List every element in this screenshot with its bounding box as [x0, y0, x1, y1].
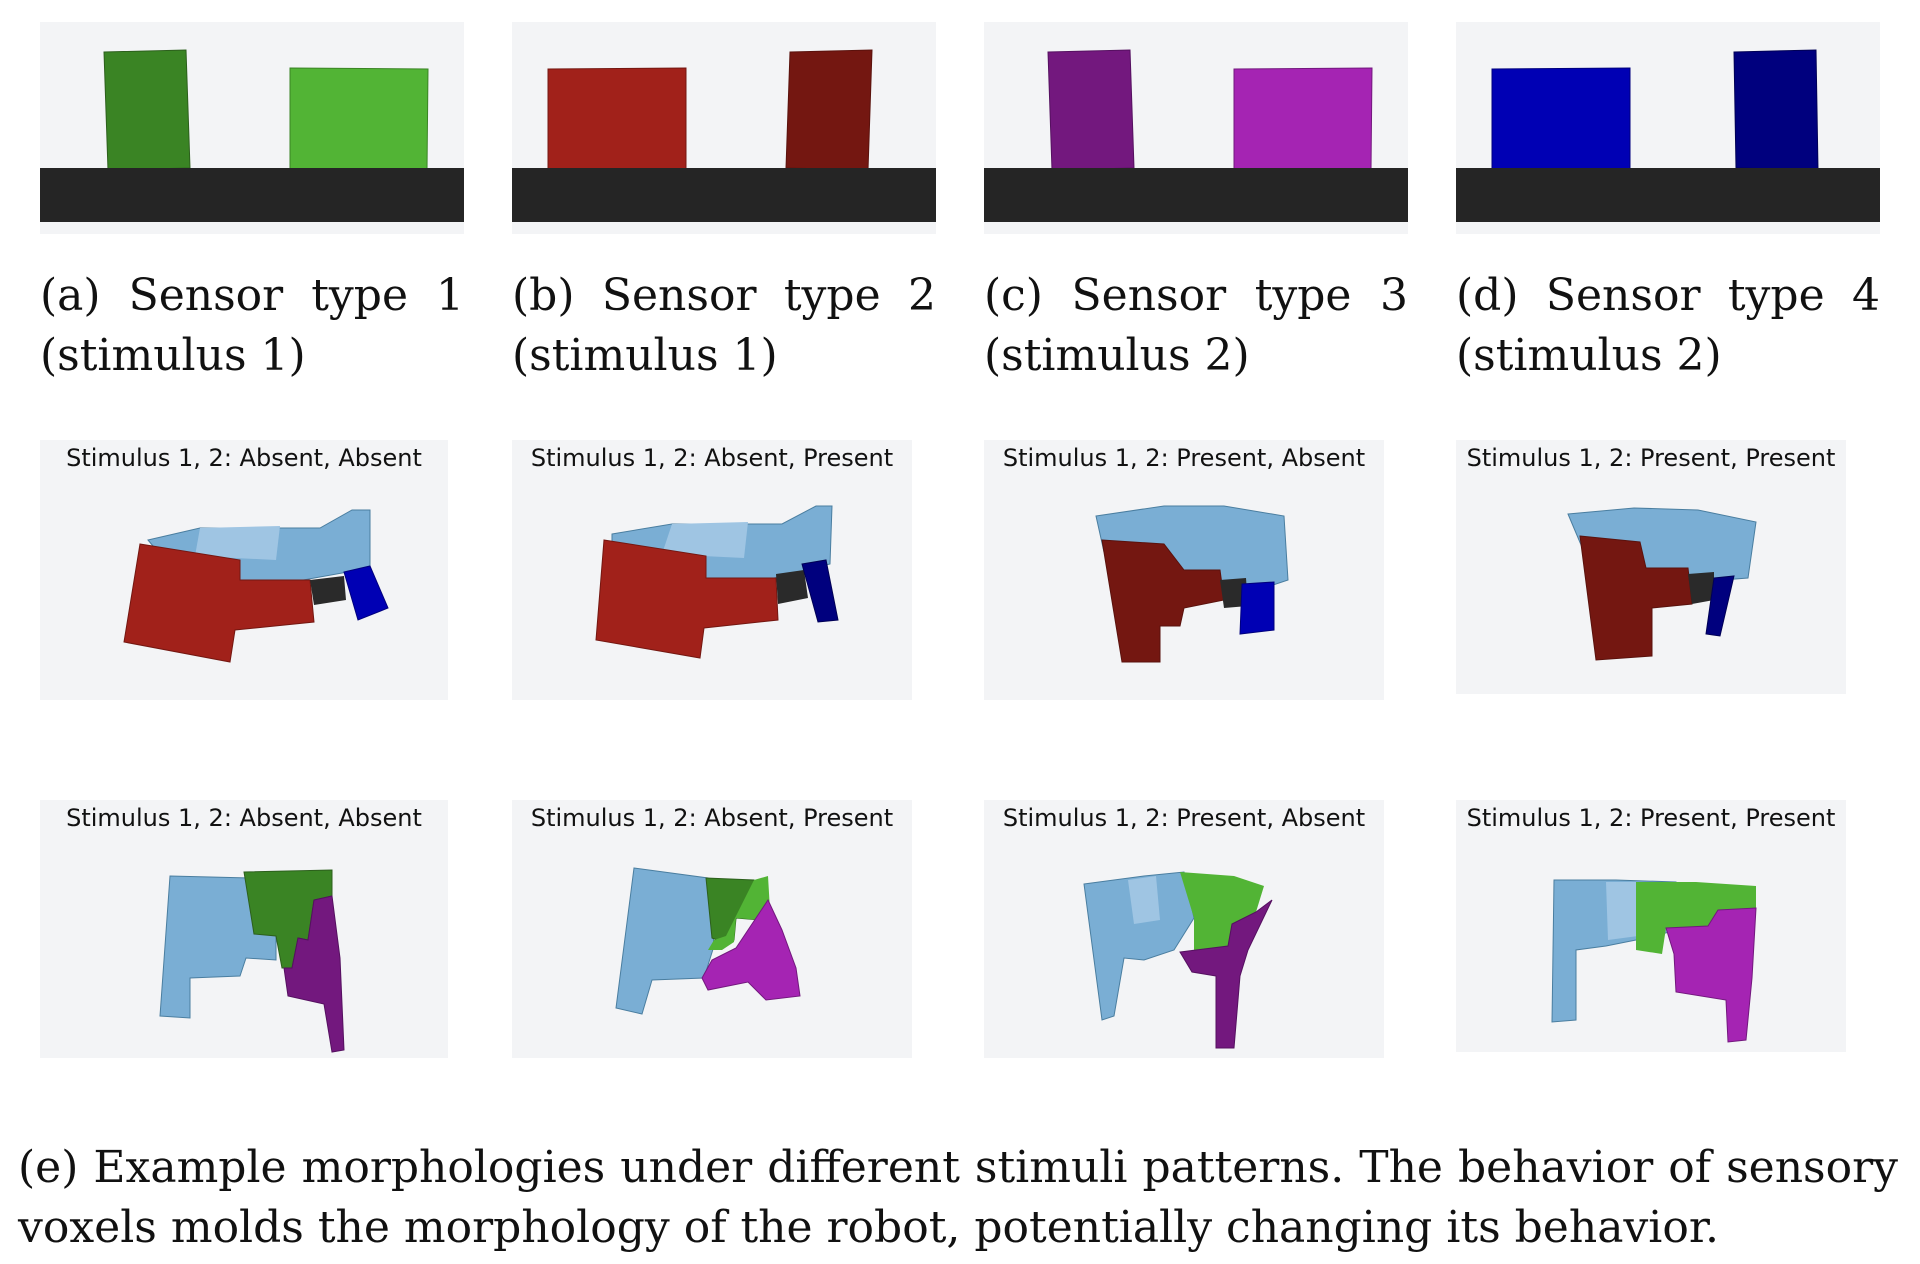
sensor-block-left [1047, 49, 1135, 171]
voxel-region-light-blue [615, 867, 715, 1015]
sensor-scene-b [512, 49, 936, 222]
sensor-block-right [1233, 67, 1373, 171]
sensor-block-left [1491, 67, 1631, 171]
robot-morphology [1567, 507, 1757, 661]
voxel-region-green-light [1180, 872, 1264, 950]
morphology-panel-row1-1: Stimulus 1, 2: Absent, Absent [40, 440, 448, 700]
voxel-region-blue [343, 565, 389, 621]
sensor-panel-c [984, 22, 1408, 234]
voxel-black [776, 570, 808, 604]
morphology-panel-row1-3: Stimulus 1, 2: Present, Absent [984, 440, 1384, 700]
voxel-region-blue [1239, 581, 1275, 635]
caption-a-line2: (stimulus 1) [40, 330, 306, 381]
caption-b-line1: (b) Sensor type 2 [512, 270, 936, 321]
voxel-region-green-light [1636, 882, 1756, 954]
caption-c-line1: (c) Sensor type 3 [984, 270, 1408, 321]
voxel-region-pale-blue [1606, 882, 1638, 940]
caption-b: (b) Sensor type 2 (stimulus 1) [512, 266, 936, 386]
figure-caption-e: (e) Example morphologies under different… [18, 1138, 1898, 1258]
caption-b-line2: (stimulus 1) [512, 330, 778, 381]
voxel-region-dark-red [1101, 539, 1225, 663]
voxel-black [310, 576, 346, 605]
voxel-region-dark-blue [801, 559, 839, 623]
voxel-region-purple-light [1665, 907, 1757, 1043]
voxel-region-pale-blue [1128, 876, 1160, 924]
sensor-block-right [289, 67, 429, 171]
caption-c: (c) Sensor type 3 (stimulus 2) [984, 266, 1408, 386]
voxel-region-purple-dark [283, 895, 345, 1053]
stimulus-label: Stimulus 1, 2: Present, Absent [1002, 804, 1366, 832]
robot-morphology [1083, 871, 1273, 1049]
voxel-region-purple-light [701, 898, 801, 1001]
morphology-panel-row2-2: Stimulus 1, 2: Absent, Present [512, 800, 912, 1058]
morphology-panel-row1-4: Stimulus 1, 2: Present, Present [1456, 440, 1846, 694]
stimulus-label: Stimulus 1, 2: Absent, Present [530, 804, 894, 832]
robot-morphology [1551, 879, 1757, 1043]
figure-caption-e-line2: voxels molds the morphology of the robot… [18, 1202, 1720, 1253]
caption-d-line1: (d) Sensor type 4 [1456, 270, 1880, 321]
sensor-panel-a [40, 22, 464, 234]
ground [984, 168, 1408, 222]
caption-a: (a) Sensor type 1 (stimulus 1) [40, 266, 464, 386]
stimulus-label: Stimulus 1, 2: Absent, Present [530, 444, 894, 472]
ground [512, 168, 936, 222]
morphology-panel-row2-3: Stimulus 1, 2: Present, Absent [984, 800, 1384, 1058]
robot-morphology [1095, 505, 1289, 663]
ground [40, 168, 464, 222]
sensor-scene-c [984, 49, 1408, 222]
robot-morphology [595, 505, 839, 659]
sensor-panel-b [512, 22, 936, 234]
robot-morphology [123, 509, 389, 663]
voxel-black [1688, 572, 1714, 604]
voxel-region-purple-dark [1179, 899, 1273, 1049]
sensor-block-left [547, 67, 687, 171]
caption-d-line2: (stimulus 2) [1456, 330, 1722, 381]
sensor-scene-d [1456, 49, 1880, 222]
stimulus-label: Stimulus 1, 2: Present, Present [1466, 444, 1836, 472]
sensor-panel-d [1456, 22, 1880, 234]
stimulus-label: Stimulus 1, 2: Present, Absent [1002, 444, 1366, 472]
voxel-region-pale-blue [662, 522, 748, 558]
stimulus-label: Stimulus 1, 2: Present, Present [1466, 804, 1836, 832]
voxel-region-pale-blue [195, 526, 280, 560]
voxel-region-dark-blue [1705, 575, 1735, 637]
stimulus-label: Stimulus 1, 2: Absent, Absent [66, 804, 422, 832]
sensor-scene-a [40, 49, 464, 222]
robot-morphology [615, 867, 801, 1015]
morphology-panel-row2-4: Stimulus 1, 2: Present, Present [1456, 800, 1846, 1052]
stimulus-label: Stimulus 1, 2: Absent, Absent [66, 444, 422, 472]
sensor-block-right [1733, 49, 1819, 171]
figure-caption-e-line1: (e) Example morphologies under different… [18, 1142, 1898, 1193]
morphology-panel-row2-1: Stimulus 1, 2: Absent, Absent [40, 800, 448, 1058]
voxel-region-light-blue [1083, 871, 1195, 1021]
morphology-panel-row1-2: Stimulus 1, 2: Absent, Present [512, 440, 912, 700]
voxel-region-red [123, 543, 315, 663]
robot-morphology [159, 869, 345, 1053]
caption-a-line1: (a) Sensor type 1 [40, 270, 464, 321]
voxel-region-green-light [708, 876, 770, 950]
sensor-block-right [785, 49, 873, 171]
caption-c-line2: (stimulus 2) [984, 330, 1250, 381]
sensor-block-left [103, 49, 191, 171]
caption-d: (d) Sensor type 4 (stimulus 2) [1456, 266, 1880, 386]
voxel-region-red [595, 539, 779, 659]
ground [1456, 168, 1880, 222]
